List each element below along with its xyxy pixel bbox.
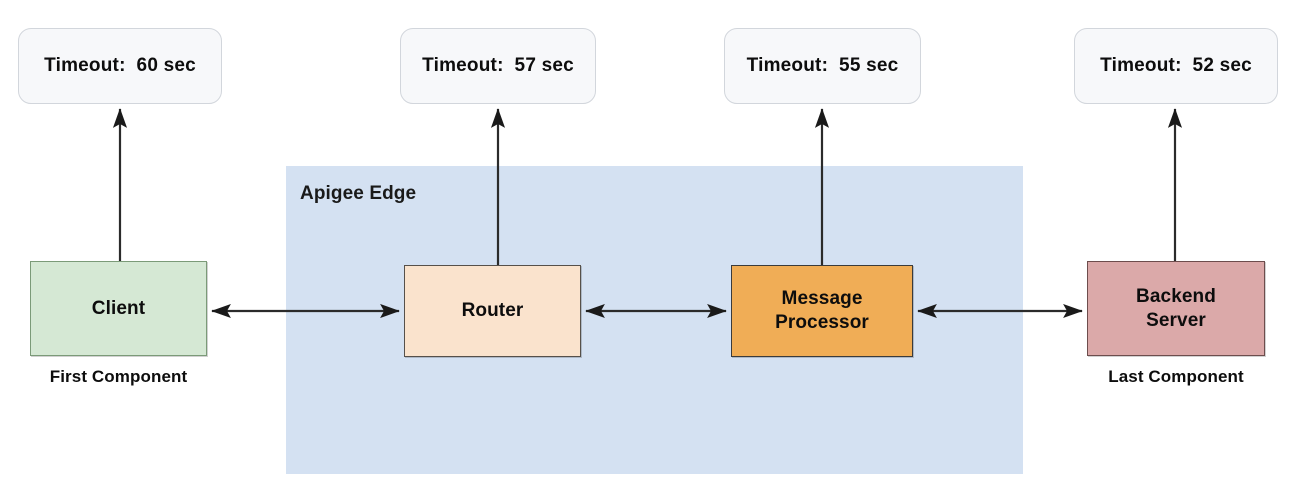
node-backend-server: Backend Server	[1087, 261, 1265, 356]
timeout-callout-backend: Timeout: 52 sec	[1074, 28, 1278, 104]
apigee-edge-label: Apigee Edge	[300, 183, 417, 204]
caption-first-component: First Component	[49, 367, 188, 386]
node-backend-server-label: Backend Server	[1136, 285, 1216, 333]
caption-last-component: Last Component	[1108, 367, 1244, 386]
node-message-processor-label-line1: Message	[781, 288, 863, 310]
node-message-processor: Message Processor	[731, 265, 913, 357]
node-client: Client	[30, 261, 207, 356]
timeout-callout-client: Timeout: 60 sec	[18, 28, 222, 104]
node-client-label: Client	[91, 297, 146, 319]
timeout-label-router: Timeout: 57 sec	[422, 55, 574, 76]
node-router: Router	[404, 265, 581, 357]
node-backend-server-label-line2: Server	[1146, 309, 1206, 331]
timeout-label-message-processor: Timeout: 55 sec	[746, 55, 899, 76]
timeout-label-backend: Timeout: 52 sec	[1100, 55, 1252, 76]
timeout-callout-message-processor: Timeout: 55 sec	[724, 28, 921, 104]
node-backend-server-label-line1: Backend	[1136, 285, 1216, 307]
timeout-label-client: Timeout: 60 sec	[44, 55, 196, 76]
timeout-callout-router: Timeout: 57 sec	[400, 28, 596, 104]
node-router-label: Router	[461, 300, 524, 322]
node-message-processor-label-line2: Processor	[775, 312, 869, 333]
node-message-processor-label: Message Processor	[775, 287, 869, 335]
